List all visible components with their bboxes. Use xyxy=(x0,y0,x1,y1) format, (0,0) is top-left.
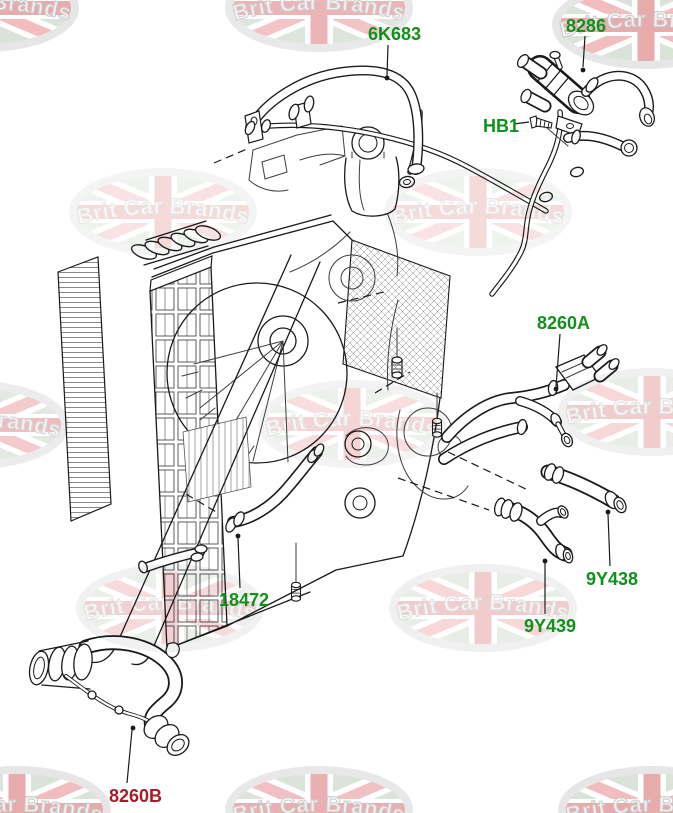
part-label-6k683: 6K683 xyxy=(368,24,421,44)
watermark-logo: Brit Car Brands xyxy=(76,564,264,652)
leader-dot xyxy=(130,725,136,731)
leader-dot xyxy=(553,386,559,392)
leader-dot xyxy=(542,558,548,564)
leader-dot xyxy=(235,533,241,539)
watermark-logo: Brit Car Brands xyxy=(258,380,446,468)
leader-line-hb1 xyxy=(513,121,530,125)
leader-line-9y438 xyxy=(607,513,611,567)
watermark-logo: Brit Car Brands xyxy=(225,766,413,813)
part-label-8260b: 8260B xyxy=(109,786,162,806)
watermark-logo: Brit Car Brands xyxy=(225,0,413,52)
watermark-logo: Brit Car Brands xyxy=(389,564,577,652)
fan-shroud xyxy=(166,282,348,503)
leader-lines xyxy=(126,35,611,784)
hose-9y438 xyxy=(542,463,627,514)
hose-9y439 xyxy=(493,497,574,564)
leader-dot xyxy=(384,75,390,81)
leader-dot xyxy=(605,509,611,515)
part-label-9y439: 9Y439 xyxy=(524,616,576,636)
radiator-assembly xyxy=(57,214,451,650)
leader-line-18472 xyxy=(237,537,241,589)
watermark-logo: Brit Car Brands xyxy=(0,382,69,468)
hose-8260b xyxy=(28,641,190,756)
leader-dot xyxy=(580,67,586,73)
part-labels: 6K683 8286 HB1 8260A 18472 9Y438 9Y439 8… xyxy=(109,16,638,806)
leader-line-8260a xyxy=(555,333,561,388)
watermark-logo: Brit Car Brands xyxy=(384,168,572,256)
watermark-text: Brit Car Brands xyxy=(230,791,408,813)
part-label-9y438: 9Y438 xyxy=(586,569,638,589)
bolt-hb1 xyxy=(529,115,569,147)
leader-line-8260b xyxy=(126,729,133,784)
part-label-18472: 18472 xyxy=(219,590,269,610)
watermark-logo: Brit Car Brands xyxy=(552,0,673,69)
watermark-text: Brit Car Brands xyxy=(394,589,572,625)
watermark-logo: Brit Car Brands xyxy=(0,0,79,52)
watermark-logo: Brit Car Brands xyxy=(558,766,673,813)
leader-line-8286 xyxy=(582,35,586,68)
part-label-8286: 8286 xyxy=(566,16,606,36)
leader-line-6k683 xyxy=(386,44,389,77)
watermark-logo: Brit Car Brands xyxy=(558,368,673,456)
watermark-logo: Brit Car Brands xyxy=(69,168,257,256)
part-label-hb1: HB1 xyxy=(483,116,519,136)
hose-6k683 xyxy=(244,70,425,175)
part-label-8260a: 8260A xyxy=(537,313,590,333)
